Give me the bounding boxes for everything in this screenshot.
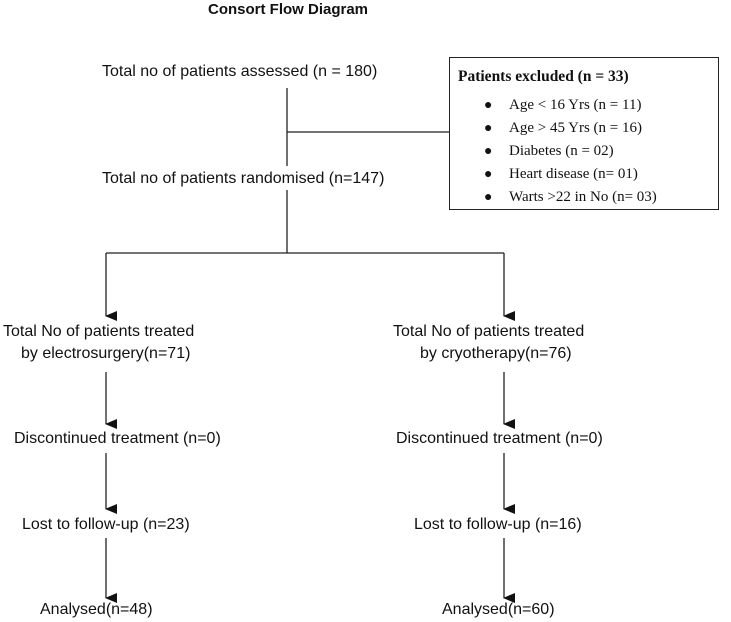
right-treated-line1: Total No of patients treated [393, 323, 585, 340]
excluded-box: Patients excluded (n = 33) ●Age < 16 Yrs… [449, 57, 719, 210]
diagram-title: Consort Flow Diagram [208, 1, 369, 18]
bullet-icon: ● [484, 190, 493, 205]
excluded-title: Patients excluded (n = 33) [458, 68, 629, 85]
right-discontinued: Discontinued treatment (n=0) [396, 430, 603, 447]
bullet-icon: ● [484, 144, 493, 159]
excluded-item: ●Warts >22 in No (n= 03) [484, 186, 657, 209]
excluded-item: ●Age < 16 Yrs (n = 11) [484, 94, 657, 117]
bullet-icon: ● [484, 121, 493, 136]
assessed-node: Total no of patients assessed (n = 180) [102, 63, 378, 80]
left-lost: Lost to follow-up (n=23) [22, 516, 190, 533]
left-treated-line2: by electrosurgery(n=71) [21, 345, 191, 362]
left-analysed: Analysed(n=48) [40, 601, 153, 618]
excluded-item: ●Age > 45 Yrs (n = 16) [484, 117, 657, 140]
right-analysed: Analysed(n=60) [442, 601, 555, 618]
right-treated-line2: by cryotherapy(n=76) [420, 345, 572, 362]
bullet-icon: ● [484, 98, 493, 113]
excluded-list: ●Age < 16 Yrs (n = 11) ●Age > 45 Yrs (n … [484, 94, 657, 209]
left-discontinued: Discontinued treatment (n=0) [14, 430, 221, 447]
randomised-node: Total no of patients randomised (n=147) [102, 170, 385, 187]
excluded-item: ●Heart disease (n= 01) [484, 163, 657, 186]
excluded-item: ●Diabetes (n = 02) [484, 140, 657, 163]
left-treated-line1: Total No of patients treated [3, 323, 195, 340]
bullet-icon: ● [484, 167, 493, 182]
right-lost: Lost to follow-up (n=16) [414, 516, 582, 533]
